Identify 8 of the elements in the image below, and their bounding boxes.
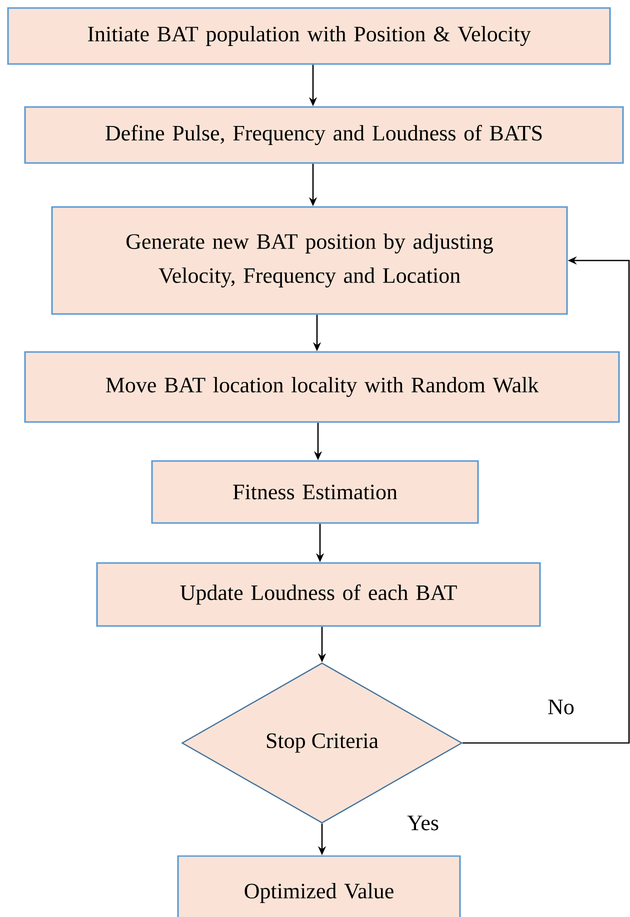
edge-label: No (546, 698, 576, 716)
process-box: Initiate BAT population with Position & Velocity (7, 7, 611, 65)
process-box: Move BAT location locality with Random Walk (24, 351, 620, 423)
process-box: Fitness Estimation (151, 460, 479, 524)
process-box: Update Loudness of each BAT (96, 562, 541, 627)
process-box: Define Pulse, Frequency and Loudness of BATS (24, 106, 624, 164)
process-box: Generate new BAT position by adjusting Velocity, Frequency and Location (51, 206, 568, 315)
process-box: Optimized Value (177, 855, 461, 917)
